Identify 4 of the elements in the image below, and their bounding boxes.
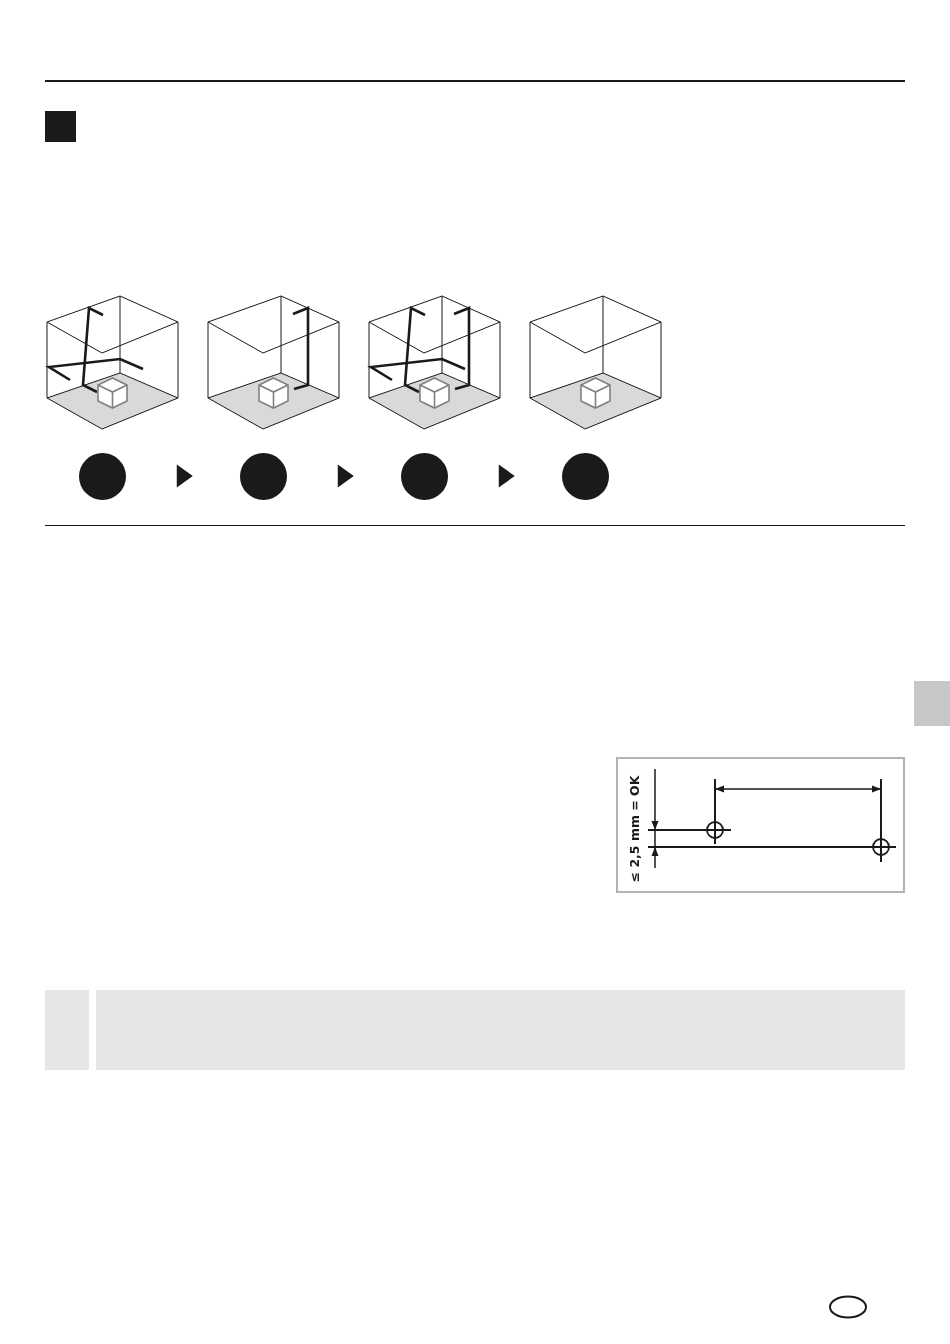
step-arrow [337,464,354,488]
tolerance-label: ≤ 2,5 mm = OK [628,775,642,883]
step-arrow [498,464,515,488]
step-arrow [176,464,193,488]
